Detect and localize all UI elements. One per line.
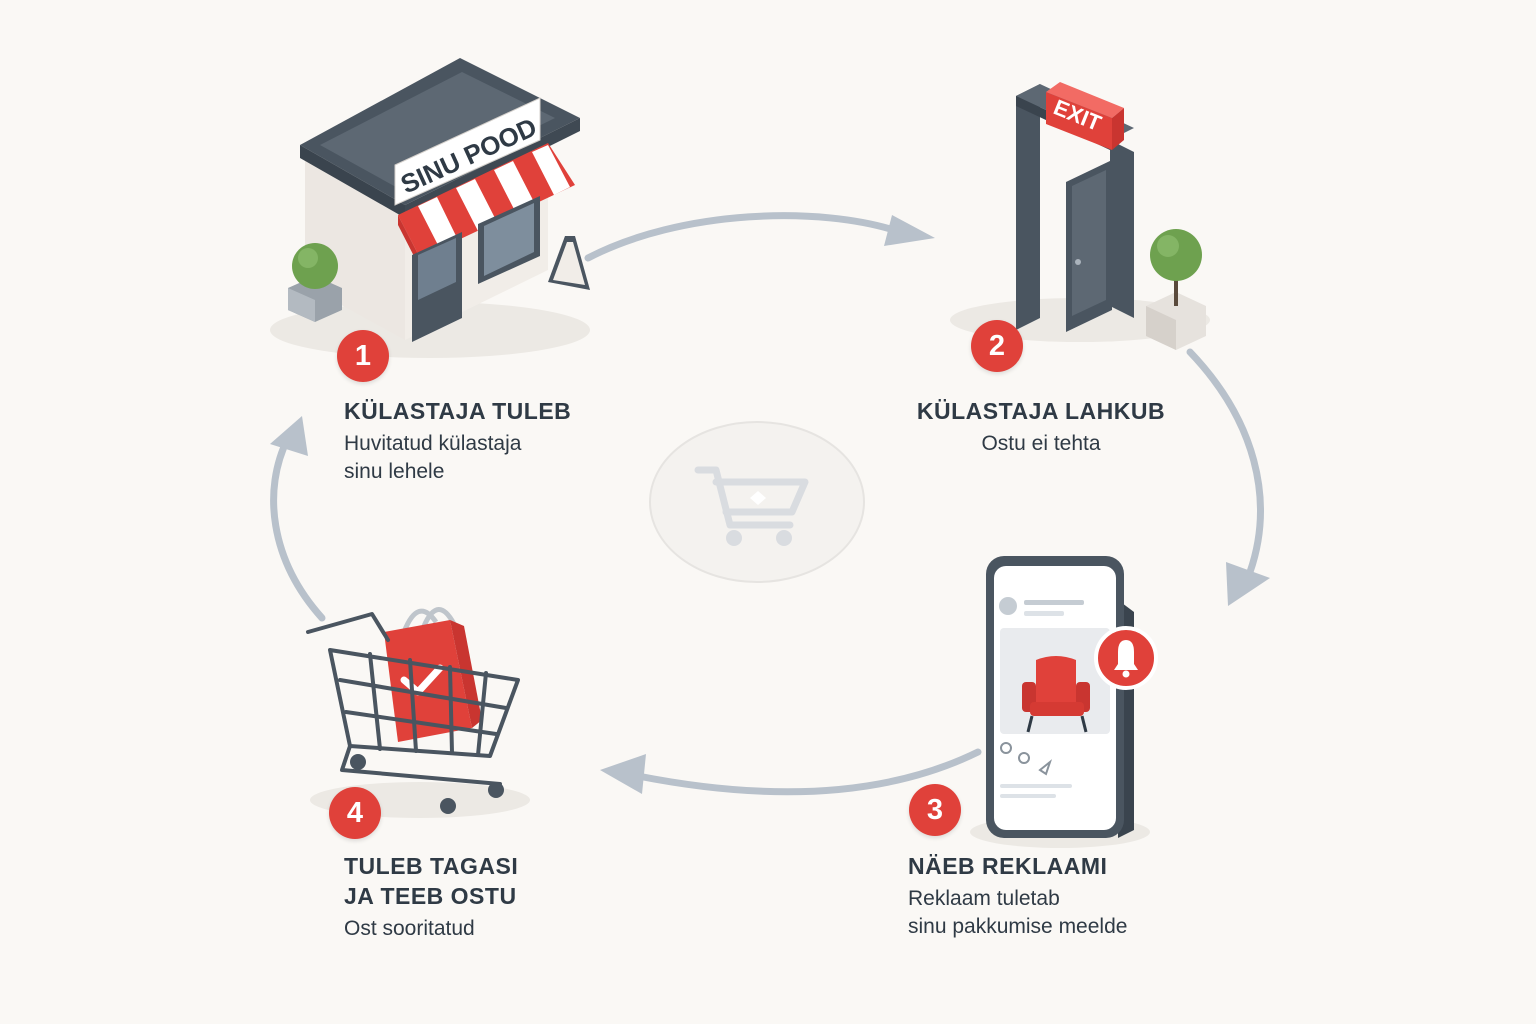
store-awning xyxy=(398,143,575,268)
arrow-3-to-4 xyxy=(634,748,982,796)
step-3-badge: 3 xyxy=(909,784,961,836)
shopping-cart-icon xyxy=(306,607,530,818)
arrow-4-to-1-head xyxy=(270,416,308,456)
notification-bell-icon xyxy=(1094,626,1158,690)
step-1-title: KÜLASTAJA TULEB xyxy=(344,398,572,424)
step-4-badge: 4 xyxy=(329,787,381,839)
step-1-description: Huvitatud külastaja sinu lehele xyxy=(344,432,522,483)
arrow-3-to-4-head xyxy=(600,754,646,794)
step-1-badge: 1 xyxy=(337,330,389,382)
store-icon: SINU POOD xyxy=(270,58,590,358)
arrow-1-to-2-head xyxy=(884,215,935,246)
arrow-1-to-2 xyxy=(584,212,904,262)
step-2-title: KÜLASTAJA LAHKUB xyxy=(916,398,1166,424)
step-3-title: NÄEB REKLAAMI xyxy=(908,853,1108,879)
step-4-title: TULEB TAGASI JA TEEB OSTU xyxy=(344,853,519,909)
step-4-text: TULEB TAGASI JA TEEB OSTU Ost sooritatud xyxy=(344,851,518,943)
arrow-2-to-3-head xyxy=(1226,562,1270,606)
step-2-badge: 2 xyxy=(971,320,1023,372)
step-2-text: KÜLASTAJA LAHKUB Ostu ei tehta xyxy=(896,396,1186,458)
step-3-text: NÄEB REKLAAMI Reklaam tuletab sinu pakku… xyxy=(908,851,1127,941)
exit-door-icon: EXIT xyxy=(950,82,1210,350)
step-2-description: Ostu ei tehta xyxy=(981,432,1101,455)
step-3-description: Reklaam tuletab sinu pakkumise meelde xyxy=(908,887,1128,938)
center-cart-icon xyxy=(649,421,865,583)
phone-ad-icon xyxy=(970,556,1158,848)
arrow-2-to-3 xyxy=(1186,348,1264,576)
step-1-text: KÜLASTAJA TULEB Huvitatud külastaja sinu… xyxy=(344,396,571,486)
arrow-4-to-1 xyxy=(270,434,326,622)
cycle-arrows xyxy=(270,212,1270,796)
step-4-description: Ost sooritatud xyxy=(344,917,475,940)
